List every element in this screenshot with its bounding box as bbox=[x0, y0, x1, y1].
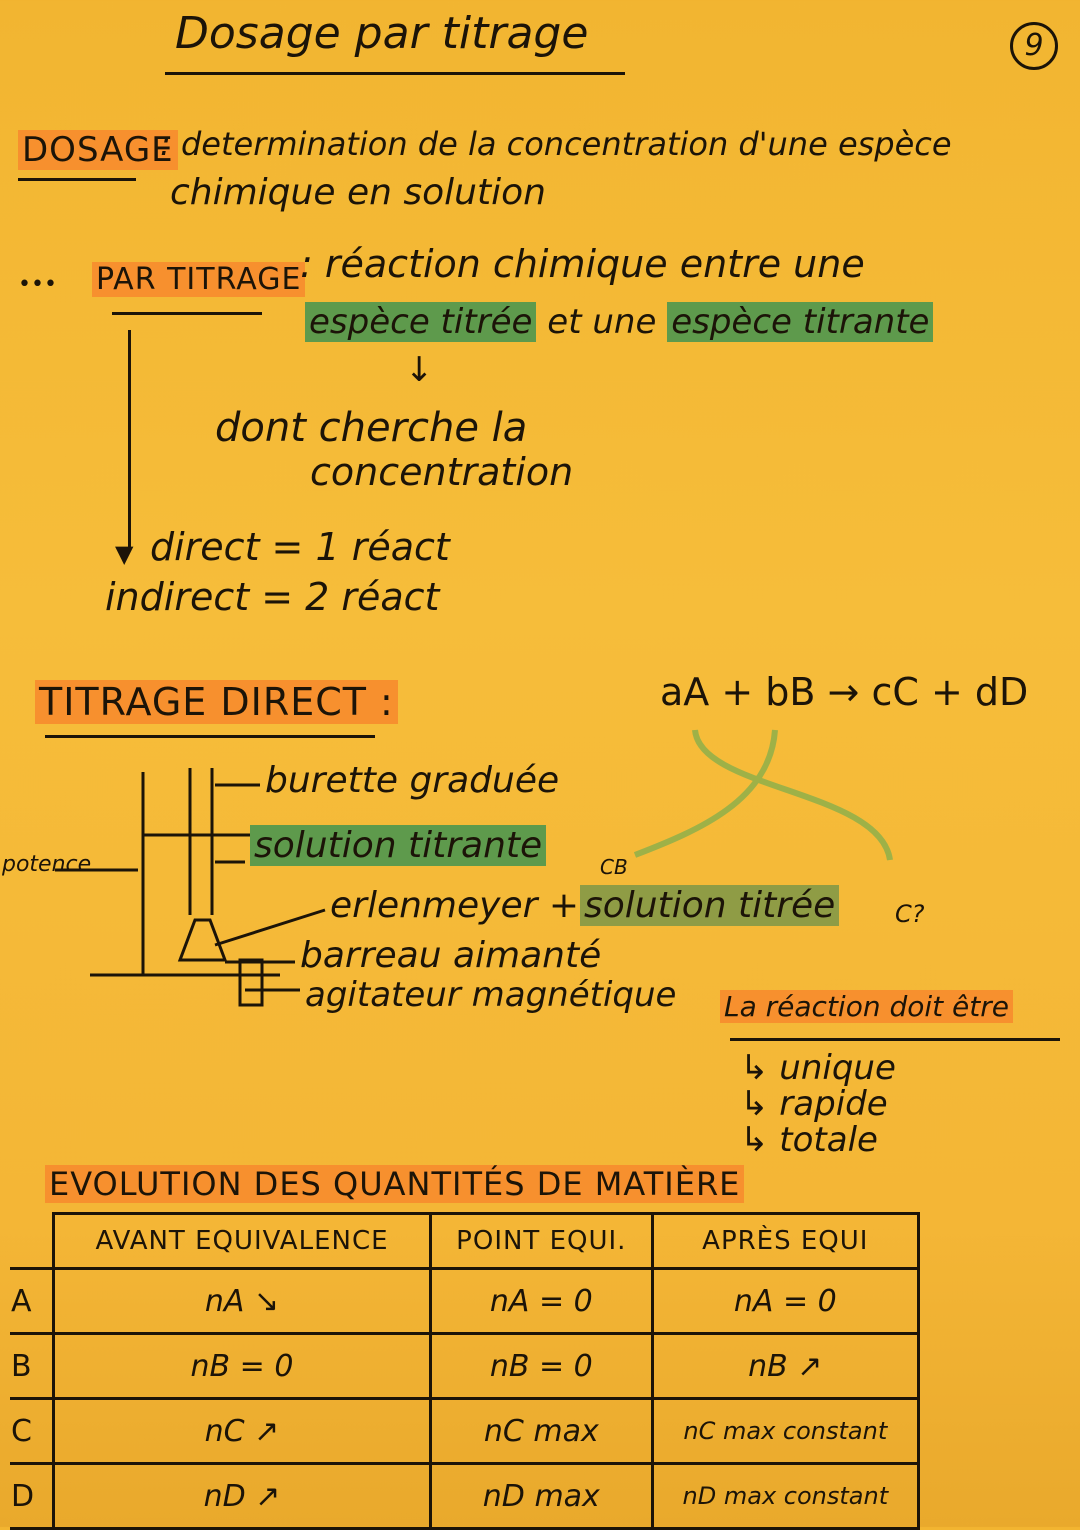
table-row: B nB = 0 nB = 0 nB ↗ bbox=[10, 1332, 921, 1400]
table-row: D nD ↗ nD max nD max constant bbox=[10, 1462, 921, 1530]
reaction-item-totale: ↳ totale bbox=[740, 1120, 878, 1160]
titrage-def-2: espèce titrée et une espèce titrante bbox=[305, 302, 934, 342]
dosage-definition-2: chimique en solution bbox=[170, 172, 546, 213]
corner-cell bbox=[10, 1213, 55, 1269]
espece-titrante: espèce titrante bbox=[667, 302, 934, 342]
label-c-unknown: C? bbox=[895, 900, 925, 928]
label-potence: potence bbox=[2, 852, 92, 877]
evolution-table: AVANT EQUIVALENCE POINT EQUI. APRÈS EQUI… bbox=[10, 1212, 921, 1530]
label-burette: burette graduée bbox=[265, 760, 560, 801]
espece-titree: espèce titrée bbox=[305, 302, 537, 342]
equation: aA + bB → cC + dD bbox=[660, 670, 1029, 714]
label-cb: CB bbox=[600, 855, 628, 879]
column-header: POINT EQUI. bbox=[428, 1212, 654, 1270]
label-barreau: barreau aimanté bbox=[300, 935, 602, 976]
note-line-1: dont cherche la bbox=[215, 405, 528, 451]
heading-underline bbox=[45, 735, 375, 738]
table-cell: nA = 0 bbox=[428, 1267, 654, 1335]
row-label: B bbox=[10, 1332, 55, 1400]
table-cell: nB ↗ bbox=[650, 1332, 921, 1400]
table-cell: nB = 0 bbox=[52, 1332, 432, 1400]
label-agitateur: agitateur magnétique bbox=[305, 975, 677, 1015]
small-down-arrow-icon: ↓ bbox=[405, 350, 434, 390]
row-label: A bbox=[10, 1267, 55, 1335]
note-line-2: concentration bbox=[310, 450, 574, 494]
table-cell: nD max constant bbox=[650, 1462, 921, 1530]
reaction-underline bbox=[730, 1038, 1060, 1041]
table-row: A nA ↘ nA = 0 nA = 0 bbox=[10, 1267, 921, 1335]
table-cell: nC ↗ bbox=[52, 1397, 432, 1465]
page-number: 9 bbox=[1010, 22, 1058, 70]
dosage-definition-1: : determination de la concentration d'un… bbox=[160, 125, 952, 163]
down-arrow-head-icon: ▼ bbox=[115, 540, 134, 568]
dosage-term: DOSAGE bbox=[18, 130, 178, 170]
table-cell: nC max constant bbox=[650, 1397, 921, 1465]
titrage-direct-heading: TITRAGE DIRECT : bbox=[35, 680, 398, 724]
reaction-item-unique: ↳ unique bbox=[740, 1048, 896, 1088]
titrage-def-1: : réaction chimique entre une bbox=[300, 242, 865, 286]
down-arrow-line bbox=[128, 330, 131, 550]
label-solution-titree: solution titrée bbox=[580, 885, 840, 926]
dosage-underline bbox=[18, 178, 136, 181]
column-header: APRÈS EQUI bbox=[650, 1212, 921, 1270]
row-label: C bbox=[10, 1397, 55, 1465]
evolution-heading: EVOLUTION DES QUANTITÉS DE MATIÈRE bbox=[45, 1165, 745, 1203]
indirect-note: indirect = 2 réact bbox=[105, 575, 440, 619]
column-header: AVANT EQUIVALENCE bbox=[52, 1212, 432, 1270]
label-erlenmeyer: erlenmeyer + bbox=[330, 885, 579, 926]
page-title: Dosage par titrage bbox=[175, 8, 589, 59]
table-header-row: AVANT EQUIVALENCE POINT EQUI. APRÈS EQUI bbox=[10, 1212, 921, 1270]
table-cell: nD max bbox=[428, 1462, 654, 1530]
direct-note: direct = 1 réact bbox=[150, 525, 450, 569]
title-underline bbox=[165, 72, 625, 75]
titrage-underline bbox=[112, 312, 262, 315]
label-solution-titrante: solution titrante bbox=[250, 825, 547, 866]
table-cell: nA = 0 bbox=[650, 1267, 921, 1335]
et-une: et une bbox=[547, 302, 657, 342]
row-label: D bbox=[10, 1462, 55, 1530]
table-cell: nB = 0 bbox=[428, 1332, 654, 1400]
reaction-item-rapide: ↳ rapide bbox=[740, 1084, 888, 1124]
table-cell: nC max bbox=[428, 1397, 654, 1465]
table-cell: nD ↗ bbox=[52, 1462, 432, 1530]
table-row: C nC ↗ nC max nC max constant bbox=[10, 1397, 921, 1465]
reaction-heading: La réaction doit être bbox=[720, 990, 1013, 1023]
titrage-term: PAR TITRAGE bbox=[92, 262, 306, 297]
table-cell: nA ↘ bbox=[52, 1267, 432, 1335]
bullet-dots: ••• bbox=[18, 272, 57, 297]
